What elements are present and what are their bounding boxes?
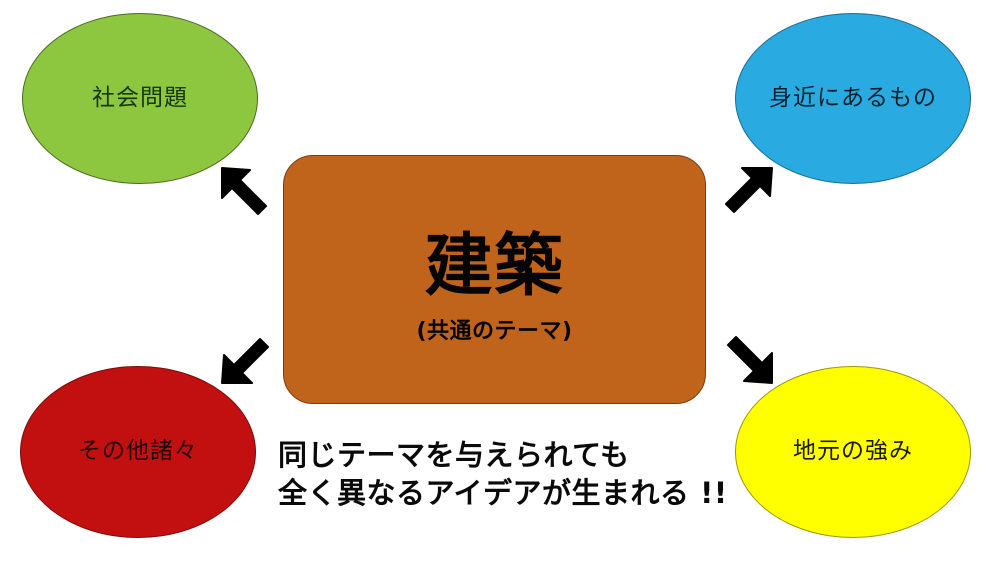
arrow-up-right-icon (714, 162, 778, 226)
bubble-social-issues-label: 社会問題 (92, 84, 188, 111)
bubble-local-strength[interactable]: 地元の強み (735, 366, 971, 538)
bubble-local-strength-label: 地元の強み (793, 438, 913, 465)
arrow-down-left-icon (216, 325, 280, 389)
bubble-familiar-things[interactable]: 身近にあるもの (735, 13, 971, 184)
arrow-down-right-icon (714, 325, 778, 389)
bubble-miscellaneous[interactable]: その他諸々 (20, 366, 256, 538)
central-theme-title: 建築 (424, 226, 565, 306)
bubble-social-issues[interactable]: 社会問題 (22, 13, 258, 184)
bubble-miscellaneous-label: その他諸々 (78, 438, 198, 465)
bubble-familiar-things-label: 身近にあるもの (769, 84, 937, 111)
central-theme-subtitle: (共通のテーマ) (416, 318, 573, 344)
arrow-up-left-icon (216, 162, 280, 226)
caption-text: 同じテーマを与えられても 全く異なるアイデアが生まれる !! (278, 436, 728, 513)
caption-line-2: 全く異なるアイデアが生まれる !! (278, 476, 728, 511)
central-theme-box[interactable]: 建築 (共通のテーマ) (283, 155, 706, 404)
caption-line-1: 同じテーマを与えられても (278, 438, 630, 472)
